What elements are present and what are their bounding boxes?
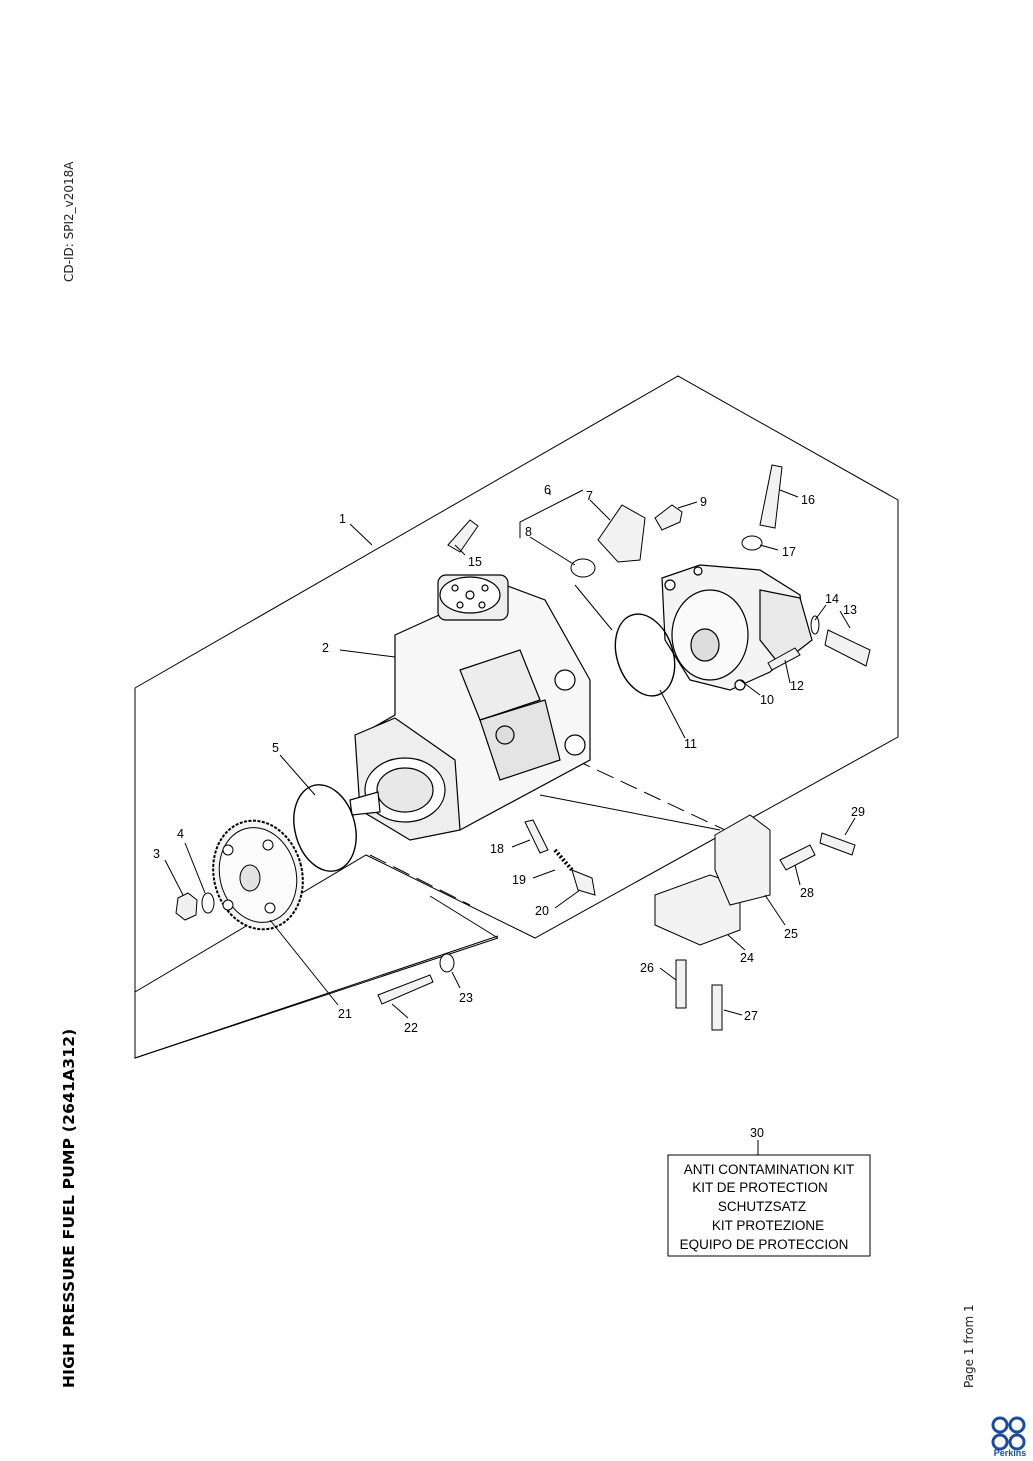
bolt-22 xyxy=(377,974,434,1005)
callout-30: 30 xyxy=(750,1126,764,1140)
callout-10: 10 xyxy=(760,693,774,707)
drive-gear xyxy=(212,819,304,931)
callout-20: 20 xyxy=(535,904,549,918)
bracket-24 xyxy=(654,874,741,946)
callout-24: 24 xyxy=(740,951,754,965)
kit-line-es: EQUIPO DE PROTECCION xyxy=(680,1237,849,1252)
pump-cover-housing xyxy=(661,564,813,691)
callout-9: 9 xyxy=(700,495,707,509)
callout-13: 13 xyxy=(843,603,857,617)
valve-18 xyxy=(524,819,549,854)
callout-29: 29 xyxy=(851,805,865,819)
sensor-13 xyxy=(824,629,871,667)
callout-12: 12 xyxy=(790,679,804,693)
callout-19: 19 xyxy=(512,873,526,887)
bolt-9 xyxy=(654,504,683,531)
fitting-16 xyxy=(759,464,783,529)
spring-19 xyxy=(553,848,574,872)
kit-line-en: ANTI CONTAMINATION KIT xyxy=(684,1162,855,1177)
o-ring-17 xyxy=(741,535,763,551)
kit-line-de: SCHUTZSATZ xyxy=(718,1199,806,1214)
plug-20 xyxy=(571,869,596,896)
callout-7: 7 xyxy=(586,489,593,503)
o-ring-8 xyxy=(570,558,596,578)
callout-17: 17 xyxy=(782,545,796,559)
kit-line-fr: KIT DE PROTECTION xyxy=(692,1180,828,1195)
callout-28: 28 xyxy=(800,886,814,900)
bolt-26 xyxy=(675,959,687,1009)
perkins-brand-name: Perkins xyxy=(993,1448,1027,1458)
callout-18: 18 xyxy=(490,842,504,856)
washer-23 xyxy=(439,953,455,973)
callout-8: 8 xyxy=(525,525,532,539)
callout-22: 22 xyxy=(404,1021,418,1035)
bolt-27 xyxy=(711,984,723,1031)
callout-21: 21 xyxy=(338,1007,352,1021)
callout-5: 5 xyxy=(272,741,279,755)
callout-2: 2 xyxy=(322,641,329,655)
bracket-25 xyxy=(714,814,771,906)
anti-contamination-kit-box: ANTI CONTAMINATION KIT KIT DE PROTECTION… xyxy=(667,1154,871,1257)
callout-23: 23 xyxy=(459,991,473,1005)
o-ring-gear xyxy=(293,784,357,872)
pressure-sensor xyxy=(597,504,646,563)
callout-15: 15 xyxy=(468,555,482,569)
callout-4: 4 xyxy=(177,827,184,841)
callout-6: 6 xyxy=(544,483,551,497)
fuel-pump-body xyxy=(349,574,591,841)
kit-line-it: KIT PROTEZIONE xyxy=(712,1218,824,1233)
callout-3: 3 xyxy=(153,847,160,861)
callout-14: 14 xyxy=(825,592,839,606)
bolt-29 xyxy=(819,832,856,856)
washer xyxy=(201,892,215,914)
callout-16: 16 xyxy=(801,493,815,507)
callout-27: 27 xyxy=(744,1009,758,1023)
seal-14 xyxy=(810,615,820,635)
perkins-logo-icon xyxy=(991,1416,1026,1451)
screw-12 xyxy=(767,647,801,671)
bolt-28 xyxy=(779,844,816,871)
callout-26: 26 xyxy=(640,961,654,975)
callout-1: 1 xyxy=(339,512,346,526)
callout-11: 11 xyxy=(684,737,697,751)
hex-nut xyxy=(175,892,198,921)
o-ring-large xyxy=(614,613,676,697)
fitting-15 xyxy=(447,519,479,553)
callout-25: 25 xyxy=(784,927,798,941)
